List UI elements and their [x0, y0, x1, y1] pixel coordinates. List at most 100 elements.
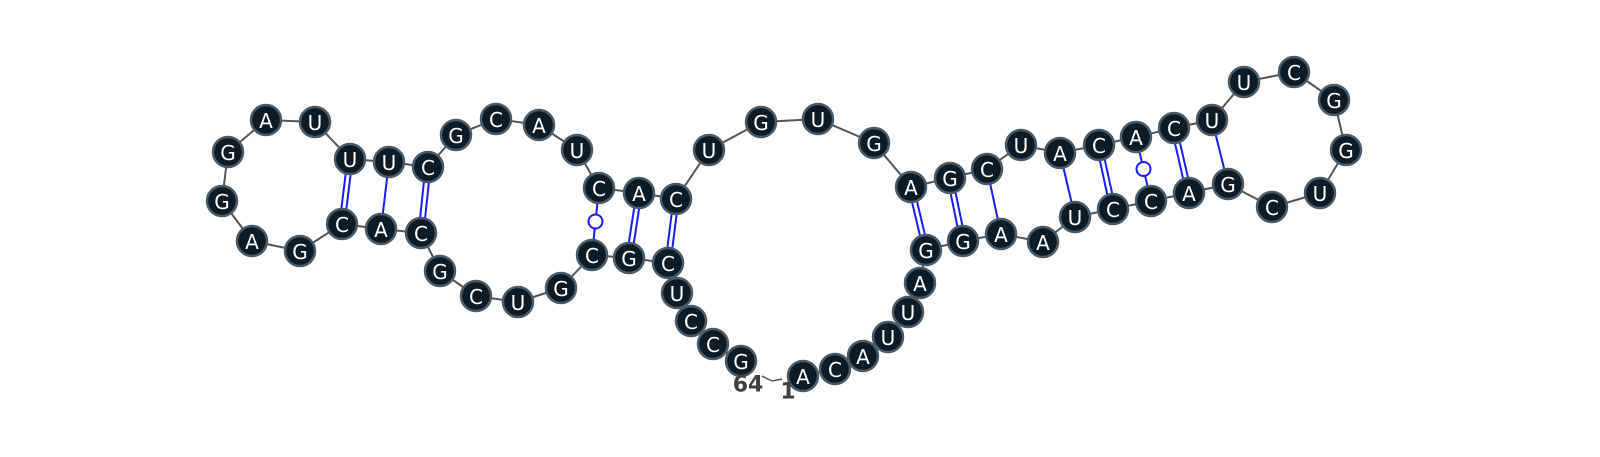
base-pair-line: [340, 173, 347, 209]
nucleotide: A: [984, 217, 1018, 251]
nucleotide: C: [696, 327, 730, 361]
nucleotide: A: [786, 359, 820, 393]
nucleotide-letter: U: [670, 282, 685, 306]
nucleotide-circle: [1134, 184, 1168, 218]
nucleotide: U: [891, 295, 925, 329]
nucleotide-letter: C: [828, 358, 842, 382]
base-pair-line: [915, 200, 926, 236]
nucleotide: U: [1227, 65, 1261, 99]
wobble-pair-line: [595, 202, 599, 215]
nucleotide-circle: [1026, 225, 1060, 259]
nucleotide-circle: [903, 266, 937, 300]
nucleotide-circle: [846, 339, 880, 373]
nucleotide-circle: [659, 182, 693, 216]
nucleotide-letter: G: [448, 124, 464, 148]
nucleotide-circle: [724, 344, 758, 378]
nucleotide-circle: [1255, 190, 1289, 224]
nucleotide-circle: [333, 142, 367, 176]
nucleotide-letter: G: [955, 230, 971, 254]
nucleotide-letter: U: [1237, 71, 1252, 95]
nucleotide: C: [459, 279, 493, 313]
base-pair-line: [1178, 141, 1190, 179]
nucleotide: A: [235, 224, 269, 258]
nucleotide-circle: [544, 271, 578, 305]
nucleotide: U: [1058, 200, 1092, 234]
base-pair-line: [949, 192, 959, 228]
nucleotide-letter: U: [1014, 134, 1029, 158]
start-label: 1: [780, 380, 795, 405]
nucleotide-letter: C: [421, 156, 435, 180]
nucleotide: G: [205, 184, 239, 218]
nucleotide: C: [1157, 111, 1191, 145]
base-pair-layer: [340, 134, 1226, 249]
nucleotide-circle: [674, 304, 708, 338]
nucleotide-letter: C: [592, 177, 606, 201]
nucleotide-letter: G: [432, 260, 448, 284]
nucleotide-circle: [622, 176, 656, 210]
nucleotide-letter: A: [904, 176, 918, 200]
nucleotide-letter: C: [706, 333, 720, 357]
nucleotide-circle: [501, 285, 535, 319]
base-pair-line: [381, 176, 389, 215]
nucleotide: G: [1211, 167, 1245, 201]
nucleotide-letter: C: [585, 244, 599, 268]
nucleotide: G: [724, 344, 758, 378]
nucleotide: U: [501, 285, 535, 319]
nucleotide-circle: [1058, 200, 1092, 234]
nucleotide-letter: G: [553, 277, 569, 301]
nucleotide-circle: [423, 254, 457, 288]
nucleotide-letter: A: [245, 230, 259, 254]
nucleotide-circle: [612, 241, 646, 275]
nucleotide: C: [1255, 190, 1289, 224]
nucleotide: G: [612, 241, 646, 275]
nucleotide-circle: [249, 103, 283, 137]
nucleotide-circle: [205, 184, 239, 218]
wobble-pair-line: [1138, 151, 1143, 163]
nucleotide-circle: [909, 233, 943, 267]
nucleotide: G: [744, 105, 778, 139]
nucleotide: G: [439, 118, 473, 152]
nucleotide: C: [411, 150, 445, 184]
nucleotide-letter: G: [733, 350, 749, 374]
nucleotide: C: [1134, 184, 1168, 218]
base-pair-line: [627, 207, 636, 243]
nucleotide-circle: [651, 246, 685, 280]
nucleotide-circle: [946, 224, 980, 258]
nucleotide-circle: [801, 102, 835, 136]
nucleotide: A: [894, 170, 928, 204]
nucleotide-letter: G: [866, 132, 882, 156]
nucleotide-circle: [1004, 128, 1038, 162]
base-pair-line: [1098, 159, 1109, 196]
nucleotide-letter: G: [1326, 89, 1342, 113]
nucleotide-circle: [364, 212, 398, 246]
nucleotide-circle: [1119, 120, 1153, 154]
nucleotide-letter: C: [1265, 196, 1279, 220]
nucleotide-letter: G: [214, 190, 230, 214]
nucleotide-letter: C: [335, 213, 349, 237]
nucleotide-circle: [984, 217, 1018, 251]
nucleotide-circle: [1277, 55, 1311, 89]
wobble-pair-marker: [1135, 161, 1152, 177]
nucleotide: A: [249, 103, 283, 137]
base-pair-line: [1062, 167, 1073, 203]
base-pair-line: [1103, 158, 1114, 195]
nucleotide-letter: U: [308, 111, 323, 135]
nucleotide-letter: G: [292, 240, 308, 264]
nucleotide-circle: [1157, 111, 1191, 145]
base-pair-line: [424, 182, 430, 219]
nucleotide-circle: [1303, 176, 1337, 210]
nucleotide-circle: [1172, 176, 1206, 210]
nucleotide-circle: [1329, 133, 1363, 167]
base-pair-line: [345, 174, 352, 210]
nucleotide: A: [622, 176, 656, 210]
nucleotide-letter: G: [753, 111, 769, 135]
nucleotide-circle: [522, 108, 556, 142]
nucleotide: G: [544, 271, 578, 305]
nucleotide-letter: G: [942, 167, 958, 191]
nucleotide-letter: A: [259, 109, 273, 133]
nucleotide: U: [1303, 176, 1337, 210]
nucleotide: C: [674, 304, 708, 338]
nucleotide-letter: C: [980, 158, 994, 182]
nucleotide: A: [903, 266, 937, 300]
nucleotide: C: [479, 102, 513, 136]
